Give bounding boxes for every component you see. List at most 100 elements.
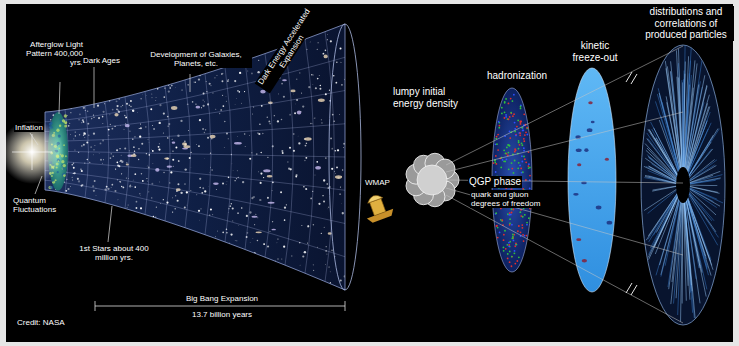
star: [329, 266, 330, 267]
star: [305, 188, 307, 190]
particle-dot: [495, 212, 497, 214]
galaxy: [251, 216, 257, 218]
particle-dot: [501, 113, 503, 115]
star: [110, 157, 112, 159]
particle-dot: [519, 144, 521, 146]
particle-dot: [519, 121, 521, 123]
density-spot: [587, 128, 593, 132]
star: [123, 129, 124, 130]
density-spot: [576, 149, 582, 153]
star: [172, 151, 173, 152]
star: [94, 180, 96, 182]
star: [255, 213, 257, 215]
star: [325, 157, 327, 159]
particle-track: [665, 61, 683, 185]
star: [139, 128, 140, 129]
star: [249, 242, 251, 244]
star: [151, 97, 152, 98]
particle-dot: [507, 144, 509, 146]
galaxy: [335, 175, 342, 179]
star: [202, 105, 204, 107]
star: [73, 138, 74, 139]
star: [209, 83, 211, 85]
galaxy: [324, 55, 328, 59]
particle-dot: [513, 94, 515, 96]
star: [138, 159, 139, 160]
star: [167, 137, 169, 139]
star: [286, 204, 287, 205]
star: [252, 238, 254, 240]
particle-dot: [508, 118, 510, 120]
star: [258, 171, 259, 172]
star: [331, 249, 333, 251]
particle-dot: [510, 112, 512, 114]
star: [102, 123, 103, 124]
particle-dot: [518, 142, 520, 144]
star: [208, 186, 210, 188]
star: [124, 115, 125, 116]
star: [158, 148, 160, 150]
star: [180, 120, 182, 122]
star: [276, 242, 278, 244]
star: [184, 141, 185, 142]
star: [260, 199, 262, 201]
star: [287, 161, 288, 162]
star: [152, 125, 153, 126]
star: [318, 203, 320, 205]
star: [128, 204, 129, 205]
star: [323, 53, 325, 55]
star: [251, 197, 253, 199]
afterglow-speck: [50, 186, 53, 189]
particle-dot: [523, 138, 525, 140]
star: [216, 75, 217, 76]
star: [277, 120, 279, 122]
leader-line: [108, 206, 112, 242]
star: [84, 137, 86, 139]
star: [256, 153, 258, 155]
star: [140, 207, 142, 209]
particle-dot: [517, 230, 519, 232]
particle-dot: [505, 114, 507, 116]
star: [151, 183, 153, 185]
star: [146, 178, 147, 179]
label-text: Big Bang Expansion: [185, 294, 259, 303]
star: [151, 93, 152, 94]
star: [340, 61, 342, 63]
particle-dot: [516, 126, 518, 128]
particle-dot: [526, 224, 528, 226]
freeze-out-disc: [568, 68, 616, 292]
star: [203, 158, 205, 160]
star: [190, 190, 191, 191]
star: [216, 189, 217, 190]
star: [217, 231, 218, 232]
star: [251, 196, 253, 198]
density-spot: [584, 148, 588, 152]
star: [323, 179, 325, 181]
afterglow-speck: [55, 179, 57, 181]
star: [246, 215, 248, 217]
label-text: 13.7 billion years: [191, 310, 253, 319]
particle-dot: [513, 208, 515, 210]
star: [188, 129, 190, 131]
particle-dot: [504, 101, 506, 103]
star: [121, 106, 122, 107]
star: [259, 123, 261, 125]
star: [331, 148, 333, 150]
galaxy: [171, 106, 177, 110]
star: [304, 251, 306, 253]
particle-dot: [520, 123, 522, 125]
particle-dot: [521, 155, 523, 157]
leader-line: [94, 67, 95, 108]
star: [343, 143, 345, 145]
universe-cone: [45, 24, 345, 290]
star: [83, 107, 85, 109]
particle-dot: [505, 116, 507, 118]
cone-contents: [45, 24, 355, 290]
star: [115, 168, 116, 169]
particle-dot: [512, 237, 514, 239]
star: [130, 184, 131, 185]
particle-dot: [508, 244, 510, 246]
particle-dot: [522, 129, 524, 131]
particle-dot: [512, 238, 514, 240]
